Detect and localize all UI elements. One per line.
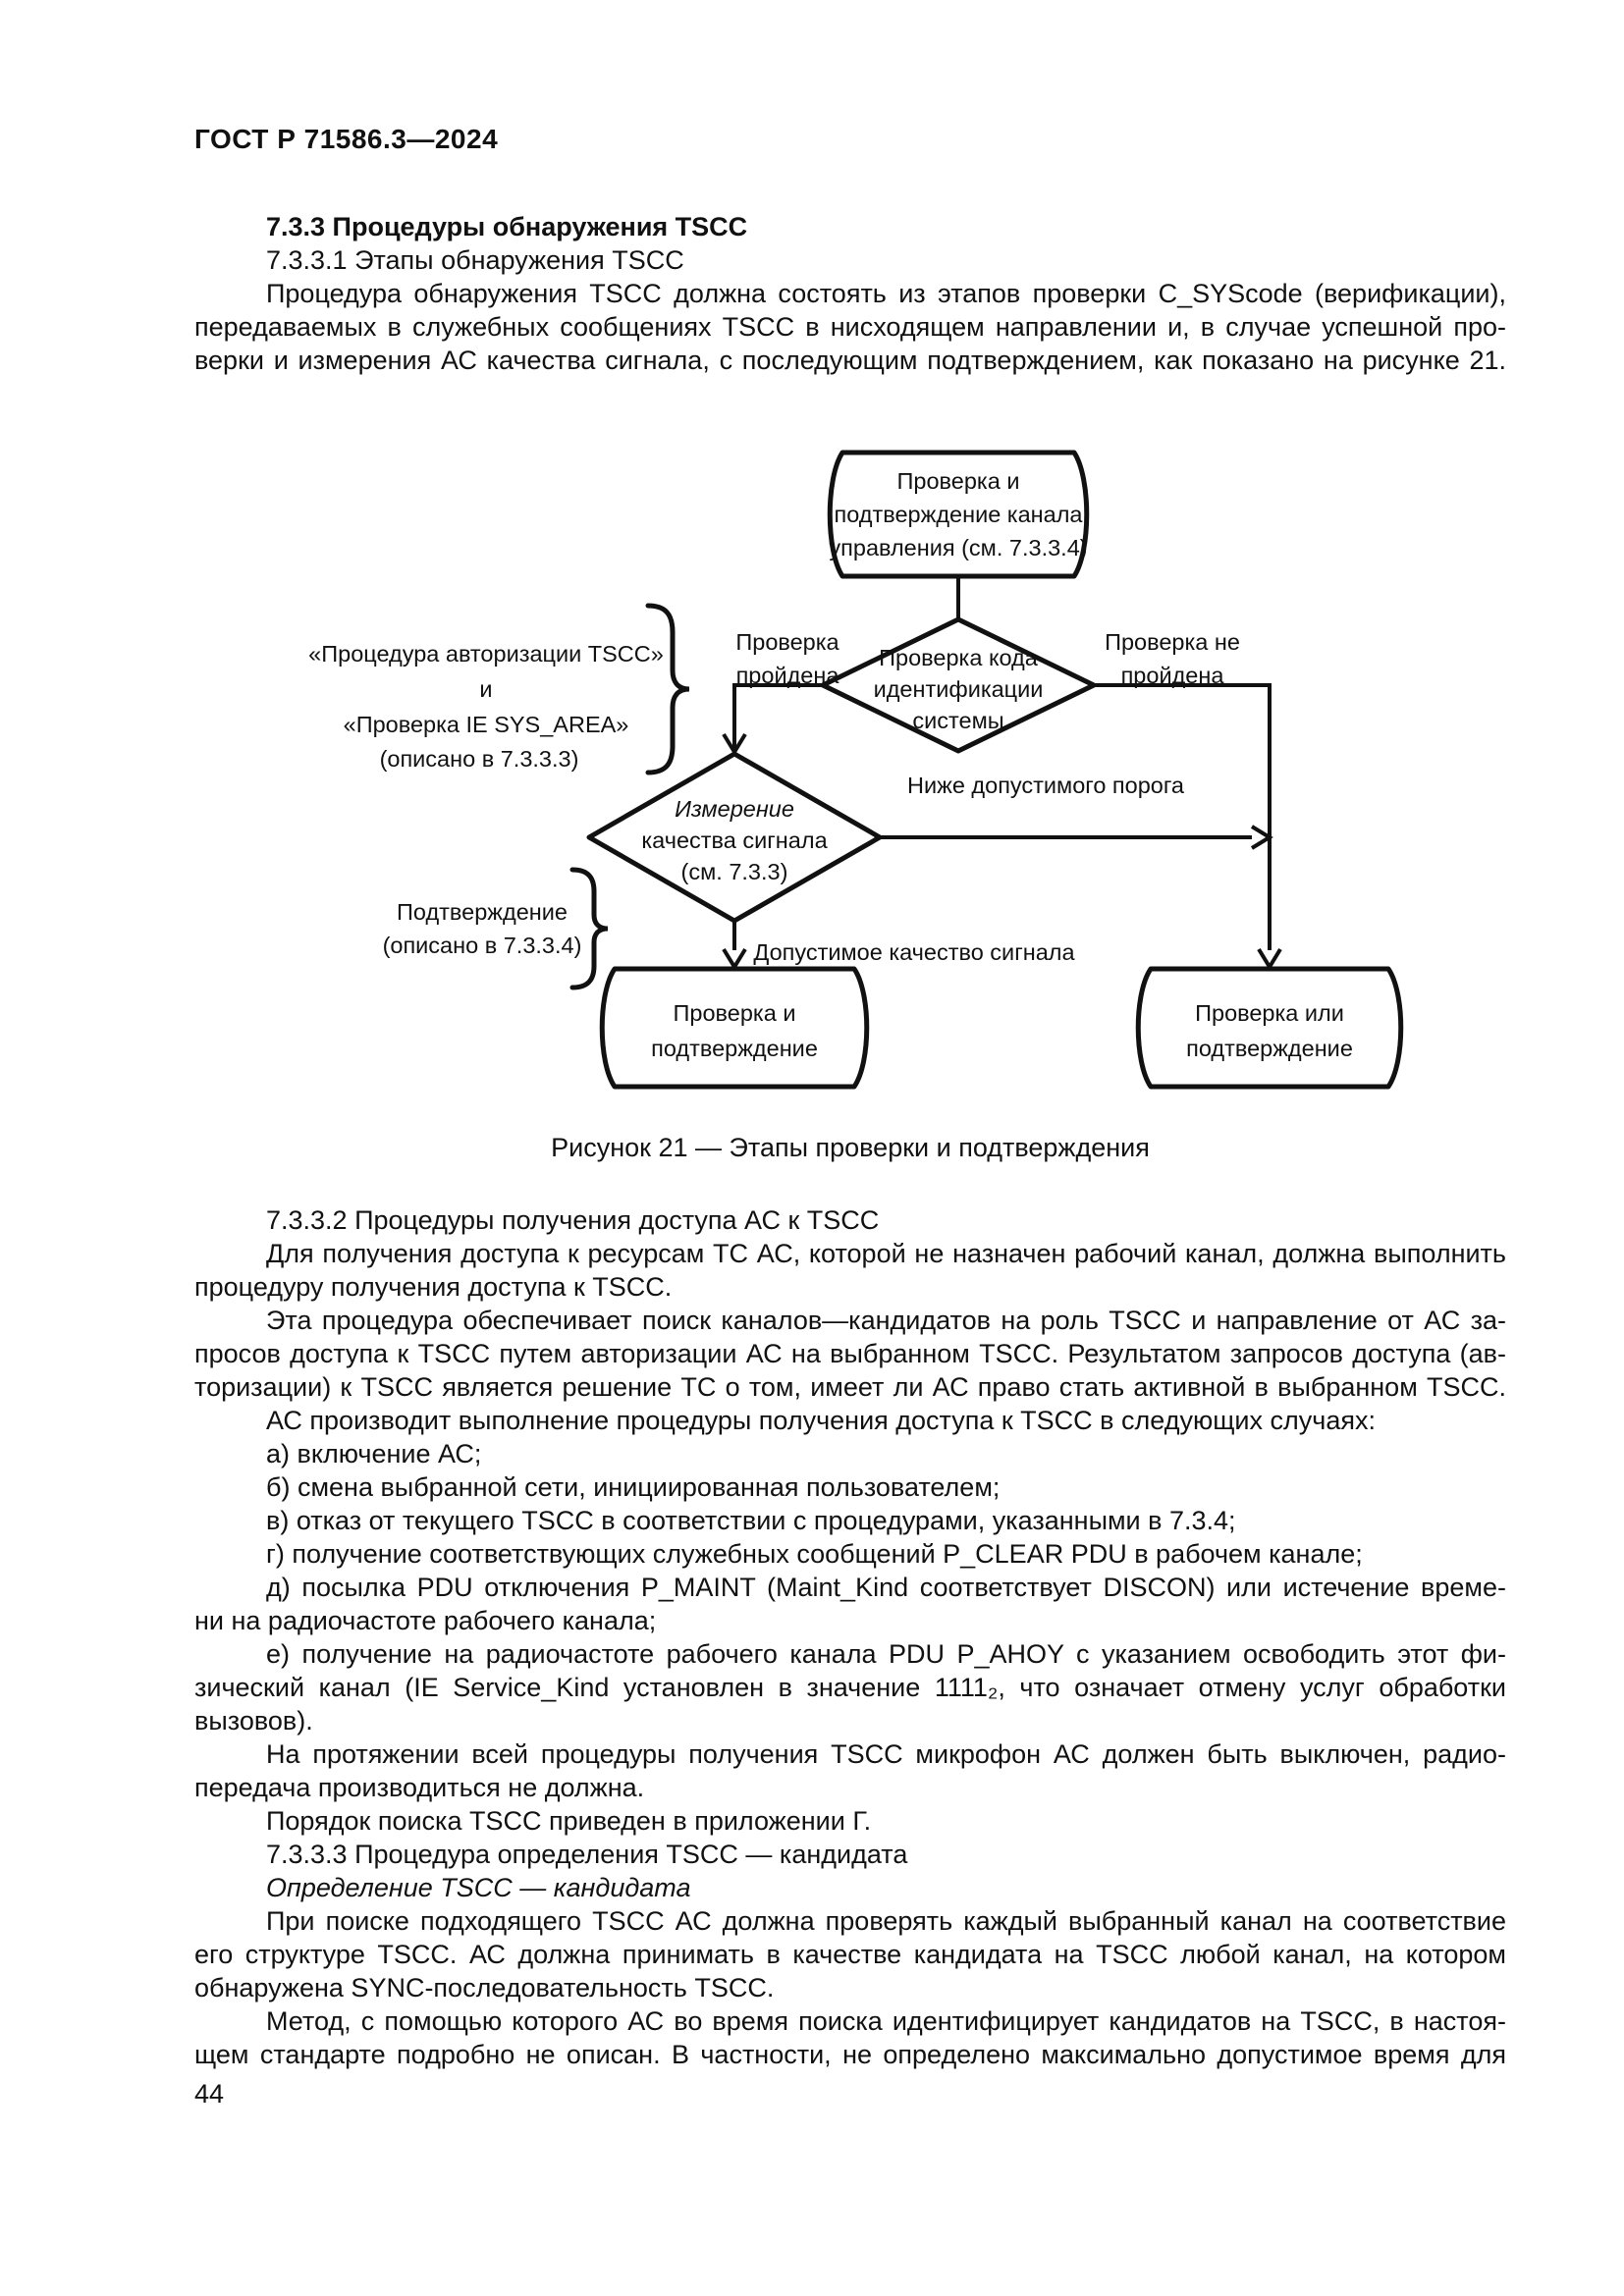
node-check-and-confirm: Проверка и подтверждение xyxy=(599,966,870,1090)
text-line: При поиске подходящего TSCC АС должна пр… xyxy=(266,1906,1506,1936)
connector-fail-branch xyxy=(1094,683,1272,950)
page-header: ГОСТ Р 71586.3—2024 xyxy=(194,124,499,154)
text-line: На протяжении всей процедуры получения T… xyxy=(266,1739,1506,1769)
node-check-or-confirm: Проверка или подтверждение xyxy=(1135,966,1404,1090)
svg-text:«Проверка IE SYS_AREA»: «Проверка IE SYS_AREA» xyxy=(344,712,629,737)
svg-text:управления (см. 7.3.3.4): управления (см. 7.3.3.4) xyxy=(829,535,1087,561)
svg-text:системы: системы xyxy=(912,708,1003,733)
figure-caption: Рисунок 21 — Этапы проверки и подтвержде… xyxy=(551,1133,1150,1162)
text-line: зический канал (IE Service_Kind установл… xyxy=(194,1673,1506,1702)
svg-text:Проверка не: Проверка не xyxy=(1105,629,1240,655)
text-line: передача производиться не должна. xyxy=(194,1773,645,1802)
arrowhead-into-end-left xyxy=(722,947,747,971)
svg-text:Проверка кода: Проверка кода xyxy=(879,645,1039,670)
note-authorization-procedure: «Процедура авторизации ТSCC» и «Проверка… xyxy=(308,603,690,775)
label-check-not-passed: Проверка не пройдена xyxy=(1105,629,1240,688)
svg-text:Проверка: Проверка xyxy=(735,629,839,655)
svg-text:Подтверждение: Подтверждение xyxy=(397,899,568,925)
text-line: 7.3.3.2 Процедуры получения доступа АС к… xyxy=(266,1205,880,1235)
curly-brace-1 xyxy=(645,603,690,775)
svg-text:подтверждение канала: подтверждение канала xyxy=(834,502,1083,527)
svg-text:пройдена: пройдена xyxy=(1121,663,1225,688)
flowchart-figure-21: Проверка и подтверждение канала управлен… xyxy=(308,450,1404,1090)
text-line: д) посылка PDU отключения P_MAINT (Maint… xyxy=(266,1573,1506,1602)
text-line: верки и измерения АС качества сигнала, с… xyxy=(194,346,1506,375)
text-line: 7.3.3 Процедуры обнаружения TSCC xyxy=(266,212,748,241)
text-line: Для получения доступа к ресурсам ТС АС, … xyxy=(266,1239,1506,1268)
svg-text:Проверка и: Проверка и xyxy=(897,468,1020,494)
svg-text:Проверка или: Проверка или xyxy=(1195,1000,1344,1026)
arrowhead-into-fail-line xyxy=(1250,825,1273,850)
text-line: Процедура обнаружения TSCC должна состоя… xyxy=(266,279,1506,308)
text-line: в) отказ от текущего TSCC в соответствии… xyxy=(266,1506,1236,1535)
text-line: вызовов). xyxy=(194,1706,313,1735)
text-line: 7.3.3.3 Процедура определения TSCC — кан… xyxy=(266,1840,908,1869)
svg-text:подтверждение: подтверждение xyxy=(1186,1036,1353,1061)
text-line: а) включение АС; xyxy=(266,1439,482,1468)
text-line: торизации) к TSCC является решение ТС о … xyxy=(194,1372,1506,1402)
text-line: е) получение на радиочастоте рабочего ка… xyxy=(266,1639,1506,1669)
text-line: АС производит выполнение процедуры получ… xyxy=(266,1406,1376,1435)
svg-text:«Процедура авторизации ТSCC»: «Процедура авторизации ТSCC» xyxy=(308,641,664,667)
text-line: б) смена выбранной сети, инициированная … xyxy=(266,1472,1001,1502)
svg-text:(описано в 7.3.3.3): (описано в 7.3.3.3) xyxy=(380,746,579,772)
text-line: г) получение соответствующих служебных с… xyxy=(266,1539,1363,1569)
text-line: передаваемых в служебных сообщениях TSCC… xyxy=(194,312,1506,342)
text-line: процедуру получения доступа к TSCC. xyxy=(194,1272,673,1302)
text-line: ни на радиочастоте рабочего канала; xyxy=(194,1606,657,1635)
decision-system-id-code: Проверка кода идентификации системы xyxy=(820,616,1097,754)
svg-text:идентификации: идентификации xyxy=(874,676,1044,702)
text-line: Порядок поиска TSCC приведен в приложени… xyxy=(266,1806,872,1836)
body-text: 7.3.3.2 Процедуры получения доступа АС к… xyxy=(194,1203,1506,2071)
page-number: 44 xyxy=(194,2079,225,2109)
curly-brace-2 xyxy=(569,867,609,990)
arrowhead-into-end-right xyxy=(1257,947,1282,971)
svg-text:и: и xyxy=(479,676,492,702)
decision-signal-quality: Измерение качества сигнала (см. 7.3.3) xyxy=(586,751,883,924)
text-line: 7.3.3.1 Этапы обнаружения TSCC xyxy=(266,245,684,275)
svg-text:Проверка и: Проверка и xyxy=(674,1000,796,1026)
text-line: обнаружена SYNC-последовательность TSCC. xyxy=(194,1973,775,2002)
svg-text:Измерение: Измерение xyxy=(675,796,794,822)
text-line: Метод, с помощью которого АС во время по… xyxy=(266,2006,1506,2036)
note-confirmation: Подтверждение (описано в 7.3.3.4) xyxy=(383,867,609,990)
svg-text:(см. 7.3.3): (см. 7.3.3) xyxy=(681,859,788,884)
label-check-passed: Проверка пройдена xyxy=(735,629,839,688)
text-line: Определение TSCC — кандидата xyxy=(266,1873,691,1902)
text-line: щем стандарте подробно не описан. В част… xyxy=(194,2040,1506,2069)
label-below-threshold: Ниже допустимого порога xyxy=(907,773,1185,798)
label-ok-quality: Допустимое качество сигнала xyxy=(753,939,1075,965)
intro-text: 7.3.3 Процедуры обнаружения TSCC 7.3.3.1 … xyxy=(194,210,1506,377)
svg-text:(описано в 7.3.3.4): (описано в 7.3.3.4) xyxy=(383,933,582,958)
connector-pass-branch xyxy=(732,683,823,748)
node-check-confirm-control-channel: Проверка и подтверждение канала управлен… xyxy=(827,450,1090,579)
svg-text:качества сигнала: качества сигнала xyxy=(641,828,828,853)
text-line: его структуре TSCC. АС должна принимать … xyxy=(194,1940,1506,1969)
svg-text:подтверждение: подтверждение xyxy=(651,1036,818,1061)
text-line: просов доступа к TSCC путем авторизации … xyxy=(194,1339,1506,1368)
text-line: Эта процедура обеспечивает поиск каналов… xyxy=(266,1306,1506,1335)
svg-text:пройдена: пройдена xyxy=(736,663,840,688)
